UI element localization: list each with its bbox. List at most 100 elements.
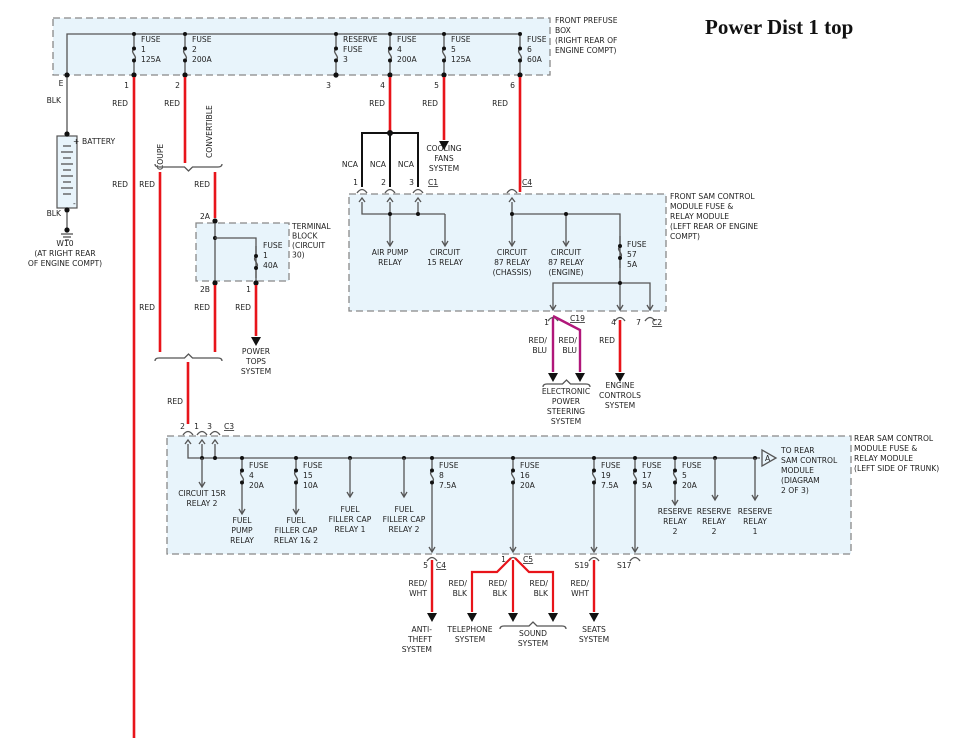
arrow-icon — [548, 613, 558, 622]
diagram-title: Power Dist 1 top — [705, 15, 854, 39]
fuel-filler-cap-relay12-label: FUEL — [287, 516, 307, 525]
pin-dot — [212, 280, 218, 286]
pin-label: 1 — [246, 285, 251, 294]
front-sam-label: FRONT SAM CONTROL — [670, 192, 755, 201]
fuse-icon — [510, 460, 516, 493]
fuel-pump-relay-label: PUMP — [231, 526, 253, 535]
reserve-relay-2a-label: 2 — [673, 527, 678, 536]
to-rear-sam-label: (DIAGRAM — [781, 476, 820, 485]
connector-icon — [412, 188, 424, 194]
wire-color-label: RED — [139, 180, 155, 189]
telephone-wire — [470, 557, 512, 612]
fuse-label: 20A — [682, 481, 698, 490]
front-sam-label: COMPT) — [670, 232, 700, 241]
wire-color-label: RED — [194, 180, 210, 189]
fuse57-label: FUSE — [627, 240, 647, 249]
arrowhead-icon — [562, 240, 570, 248]
ground-location-label: W10 — [56, 239, 73, 248]
arrow-icon — [251, 337, 261, 346]
nca-label: NCA — [342, 160, 359, 169]
anti-theft-label: THEFT — [407, 635, 432, 644]
connector-label: C5 — [523, 555, 533, 564]
engine-controls-label: SYSTEM — [605, 401, 635, 410]
reserve-relay-2b-label: 2 — [712, 527, 717, 536]
splice-dot — [430, 456, 434, 460]
fuse-terminal — [442, 58, 446, 63]
fuse-terminal — [673, 468, 677, 473]
pin-label: 2 — [175, 81, 180, 90]
eps-label: SYSTEM — [551, 417, 581, 426]
variant-brace — [154, 163, 223, 172]
splice-dot — [592, 456, 596, 460]
wire-color-label: RED — [194, 303, 210, 312]
fuse-terminal — [132, 46, 136, 51]
fuse-icon — [441, 36, 447, 73]
prefuse-box-label: (RIGHT REAR OF — [555, 36, 617, 45]
pin-label: 3 — [326, 81, 331, 90]
arrowhead-icon — [509, 546, 517, 554]
engine-controls-label: ENGINE — [605, 381, 634, 390]
eps-brace — [542, 379, 591, 388]
fuse-label: 200A — [397, 55, 417, 64]
prefuse-box-label: ENGINE COMPT) — [555, 46, 617, 55]
arrowhead-icon — [631, 546, 639, 554]
to-rear-sam-label: TO REAR — [780, 446, 815, 455]
pin-label: 1 — [124, 81, 129, 90]
fuse-terminal — [334, 46, 338, 51]
bus-dot — [518, 32, 522, 36]
connector-icon — [644, 316, 656, 322]
bus-dot — [442, 32, 446, 36]
connector-icon — [426, 556, 438, 562]
wire-color-label: BLU — [532, 346, 547, 355]
prefuse-box-label: FRONT PREFUSE — [555, 16, 618, 25]
arrow-icon — [439, 141, 449, 150]
connector-pin-icon — [386, 196, 394, 203]
fuse-label: 5 — [682, 471, 687, 480]
splice-dot — [240, 456, 244, 460]
fuse-label: 60A — [527, 55, 543, 64]
pin-label: 1 — [353, 178, 358, 187]
pin-label: 2B — [200, 285, 210, 294]
connector-pin-icon — [508, 196, 516, 203]
bus-dot — [388, 32, 392, 36]
connector-icon — [614, 316, 626, 322]
pin-dot — [387, 72, 393, 78]
fuse-label: 125A — [451, 55, 471, 64]
fuel-filler-cap-relay1-label: FILLER CAP — [329, 515, 372, 524]
circuit87-engine-label: 87 RELAY — [548, 258, 584, 267]
ground-icon — [64, 227, 70, 233]
bus-dot — [183, 32, 187, 36]
pin-label: 6 — [510, 81, 515, 90]
wire-color-label: BLK — [47, 96, 62, 105]
arrowhead-icon — [400, 491, 408, 499]
fuel-filler-cap-relay12-label: FILLER CAP — [275, 526, 318, 535]
splice-dot — [673, 456, 677, 460]
fuel-pump-relay-label: RELAY — [230, 536, 254, 545]
terminal-block-label: BLOCK — [292, 232, 318, 241]
fuse-icon — [293, 460, 299, 493]
fuse-terminal — [430, 468, 434, 473]
connector-icon — [209, 430, 221, 436]
fuse-label: FUSE — [642, 461, 662, 470]
fuse-icon — [617, 236, 623, 268]
nca-label: NCA — [398, 160, 415, 169]
connector-label: C1 — [428, 178, 438, 187]
battery-icon — [56, 135, 78, 209]
tb-fuse-label: 1 — [263, 251, 268, 260]
seats-label: SYSTEM — [579, 635, 609, 644]
fuse-terminal — [518, 46, 522, 51]
arrowhead-icon — [441, 240, 449, 248]
sound-system-label: SOUND — [519, 629, 547, 638]
fuse-label: FUSE — [527, 35, 547, 44]
power-tops-label: POWER — [242, 347, 271, 356]
connector-pin-icon — [198, 438, 206, 445]
fuse-label: FUSE — [451, 35, 471, 44]
wire-color-label: RED/ — [489, 579, 508, 588]
fuse-label: 5A — [642, 481, 653, 490]
arrowhead-icon — [646, 304, 654, 312]
arrowhead-icon — [292, 508, 300, 516]
circuit15r-label: CIRCUIT 15R — [178, 489, 226, 498]
fuse-icon — [182, 36, 188, 73]
reserve-relay-1-label: RELAY — [743, 517, 767, 526]
